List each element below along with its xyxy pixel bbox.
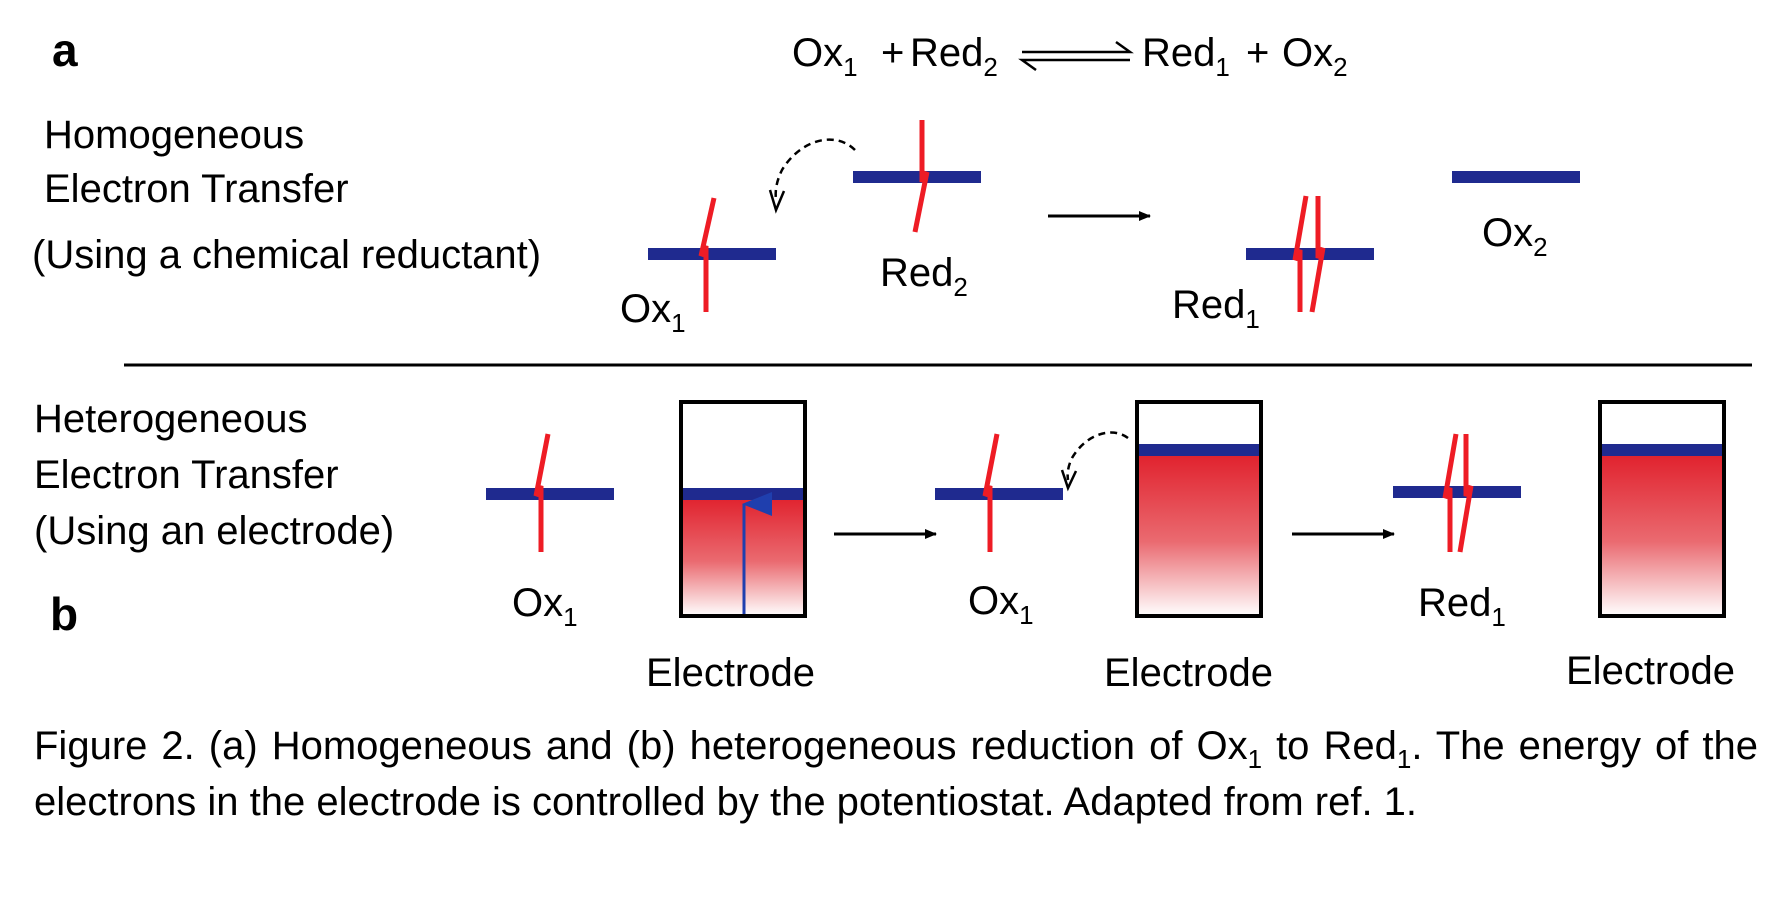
label-ox1-b2: Ox1 — [968, 579, 1034, 630]
red1-energy-level-b — [1393, 486, 1521, 498]
electron-pair-down-icon — [1309, 196, 1326, 313]
equilibrium-arrows-icon — [1018, 40, 1134, 72]
eq-red1-sub: 1 — [1215, 52, 1229, 82]
panel-a-letter: a — [52, 24, 78, 76]
electrode-label-1: Electrode — [646, 651, 815, 695]
electrode-2 — [1135, 400, 1263, 618]
eq-plus-2: + — [1246, 31, 1269, 75]
panel-b-letter: b — [50, 588, 78, 640]
label-red1-b: Red1 — [1418, 581, 1506, 632]
panel-b-title-line-1: Heterogeneous — [34, 397, 308, 441]
electron-pair-up-icon — [1442, 433, 1459, 552]
electron-spin-up-icon — [698, 197, 717, 312]
red1-energy-level — [1246, 248, 1374, 260]
red2-energy-level — [853, 171, 981, 183]
label-ox2: Ox2 — [1482, 211, 1548, 262]
electron-transfer-arrow-icon — [1066, 431, 1129, 481]
eq-ox2-sub: 2 — [1333, 52, 1347, 82]
label-ox1-b1: Ox1 — [512, 581, 578, 632]
svg-text:Red2: Red2 — [910, 31, 998, 82]
panel-b-title: Heterogeneous Electron Transfer (Using a… — [34, 397, 394, 553]
figure-graphic: a Ox1 + Red2 Red1 + Ox2 Homogeneous Elec… — [32, 24, 1752, 695]
panel-a-title-line-3: (Using a chemical reductant) — [32, 233, 541, 277]
electron-spin-down-icon — [912, 120, 930, 233]
eq-ox1-sub: 1 — [843, 52, 857, 82]
eq-plus-1: + — [881, 31, 904, 75]
eq-red2: Red — [910, 31, 983, 75]
electron-spin-up-icon — [533, 433, 551, 552]
electrode-label-3: Electrode — [1566, 649, 1735, 693]
electrode-label-2: Electrode — [1104, 651, 1273, 695]
eq-ox2: Ox — [1282, 31, 1333, 75]
label-red1-a: Red1 — [1172, 283, 1260, 334]
label-ox1-a: Ox1 — [620, 287, 686, 338]
panel-a-title-line-2: Electron Transfer — [44, 167, 349, 211]
figure-caption: Figure 2. (a) Homogeneous and (b) hetero… — [34, 724, 1758, 824]
ox1-energy-level-b2 — [935, 488, 1063, 500]
electrode-3 — [1598, 400, 1726, 618]
eq-red1: Red — [1142, 31, 1215, 75]
eq-red2-sub: 2 — [983, 52, 997, 82]
electrode-1 — [679, 400, 807, 618]
electron-pair-up-icon — [1292, 195, 1309, 312]
electron-pair-down-icon — [1457, 434, 1474, 553]
electron-transfer-arrow-icon — [774, 138, 856, 201]
ox2-energy-level — [1452, 171, 1580, 183]
svg-text:Ox1: Ox1 — [792, 31, 858, 82]
electron-spin-up-icon — [982, 433, 1000, 552]
label-red2: Red2 — [880, 251, 968, 302]
panel-a-title: Homogeneous Electron Transfer (Using a c… — [32, 113, 541, 277]
ox1-energy-level — [648, 248, 776, 260]
ox1-energy-level-b1 — [486, 488, 614, 500]
panel-b-title-line-3: (Using an electrode) — [34, 509, 394, 553]
panel-a-title-line-1: Homogeneous — [44, 113, 304, 157]
panel-b-title-line-2: Electron Transfer — [34, 453, 339, 497]
reaction-equation: Ox1 + Red2 Red1 + Ox2 — [792, 31, 1348, 82]
svg-text:Ox2: Ox2 — [1282, 31, 1348, 82]
svg-text:Red1: Red1 — [1142, 31, 1230, 82]
eq-ox1: Ox — [792, 31, 843, 75]
